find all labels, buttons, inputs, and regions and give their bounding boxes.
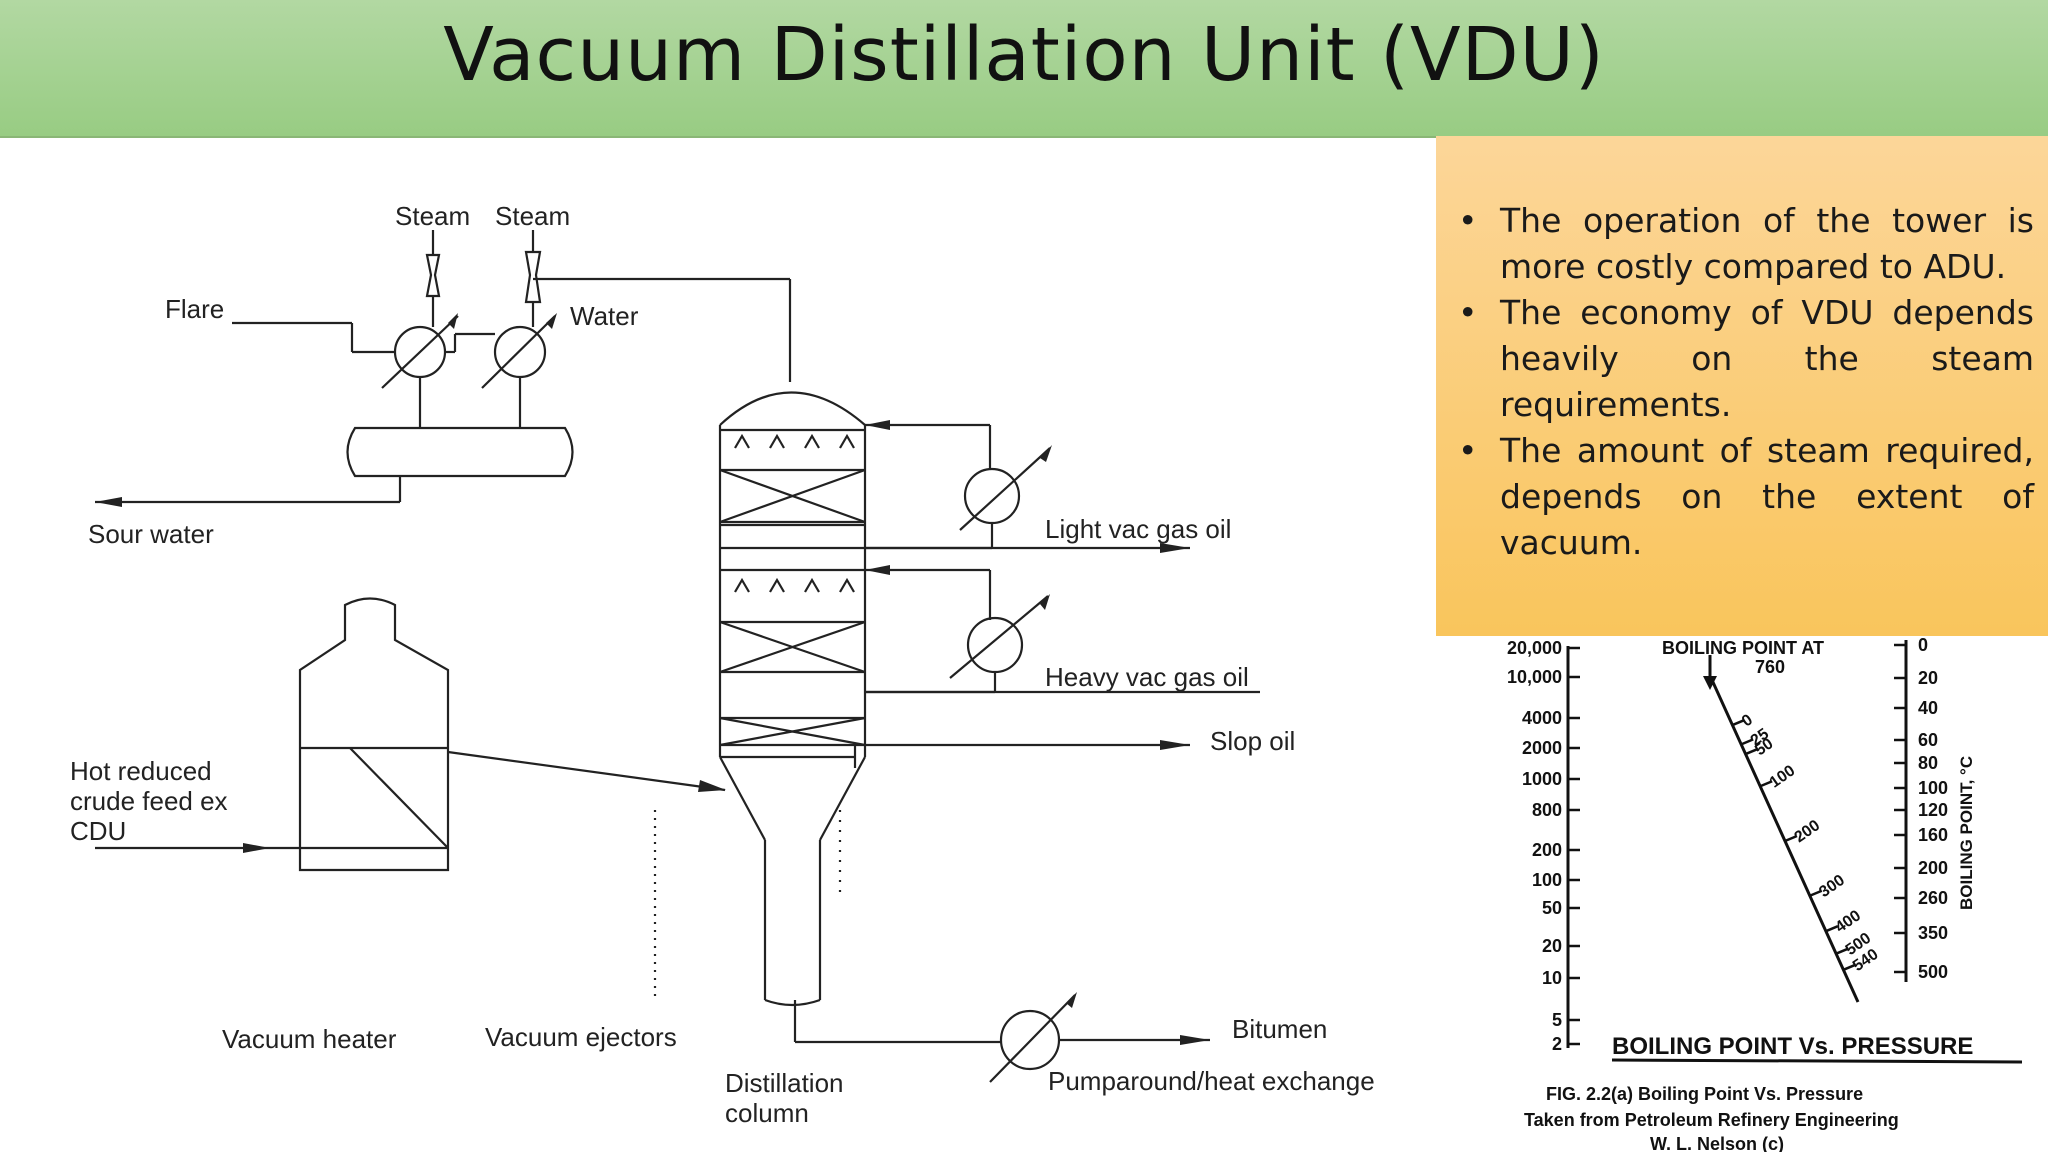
bullet-icon: • — [1458, 201, 1478, 240]
nomograph-mid-tick-label: 400 — [1832, 907, 1864, 936]
bullet-icon: • — [1458, 293, 1478, 332]
label-light-vac-gas-oil: Light vac gas oil — [1045, 514, 1231, 544]
note-text: The economy of VDU depends heavily on th… — [1500, 293, 2034, 424]
label-sour-water: Sour water — [88, 519, 214, 549]
nomograph-right-tick-label: 120 — [1918, 800, 1948, 820]
boiling-point-nomograph: BOILING POINT AT 760 BOILING POINT, °C B… — [1507, 636, 2023, 1152]
note-item: • The economy of VDU depends heavily on t… — [1450, 290, 2034, 428]
bottoms-exchanger — [999, 1009, 1061, 1071]
vdu-process-diagram: Steam Steam Flare Water Sour water Light… — [70, 201, 1375, 1128]
vacuum-heater — [298, 597, 450, 872]
nomograph-mid-label-2: 760 — [1755, 657, 1785, 677]
label-pumparound: Pumparound/heat exchange — [1048, 1066, 1375, 1096]
nomograph-mid-tick — [1809, 889, 1823, 897]
label-flare: Flare — [165, 294, 224, 324]
nomograph-left-tick-label: 2 — [1552, 1034, 1562, 1054]
nomograph-left-tick-label: 5 — [1552, 1010, 1562, 1030]
nomograph-caption-2: Taken from Petroleum Refinery Engineerin… — [1524, 1110, 1899, 1130]
slide-title: Vacuum Distillation Unit (VDU) — [443, 12, 1605, 98]
pumparound-cooler-2 — [966, 616, 1024, 674]
nomograph-left-tick-label: 800 — [1532, 800, 1562, 820]
label-distillation-2: column — [725, 1098, 809, 1128]
nomograph-mid-tick — [1835, 947, 1849, 955]
nomograph-right-tick-label: 0 — [1918, 636, 1928, 655]
nomograph-right-axis-label: BOILING POINT, °C — [1957, 756, 1976, 910]
nomograph-mid-tick — [1731, 718, 1745, 727]
nomograph-right-tick-label: 350 — [1918, 923, 1948, 943]
distillation-column — [718, 391, 867, 1007]
nomograph-mid-tick-label: 0 — [1739, 711, 1756, 730]
steam-ejector-1 — [425, 230, 441, 318]
nomograph-right-tick-label: 20 — [1918, 668, 1938, 688]
nomograph-left-tick-label: 100 — [1532, 870, 1562, 890]
nomograph-right-tick-label: 60 — [1918, 730, 1938, 750]
nomograph-mid-tick — [1745, 747, 1759, 756]
nomograph-left-tick-label: 20 — [1542, 936, 1562, 956]
label-steam-1: Steam — [395, 201, 470, 231]
nomograph-mid-tick-label: 300 — [1816, 872, 1848, 901]
note-text: The operation of the tower is more costl… — [1500, 201, 2034, 286]
label-bitumen: Bitumen — [1232, 1014, 1327, 1044]
nomograph-heading: BOILING POINT Vs. PRESSURE — [1612, 1033, 1973, 1060]
notes-list: • The operation of the tower is more cost… — [1450, 198, 2034, 566]
nomograph-mid-tick — [1784, 834, 1798, 843]
nomograph-left-tick-label: 2000 — [1522, 738, 1562, 758]
nomograph-right-tick-label: 200 — [1918, 858, 1948, 878]
label-feed-line-2: crude feed ex — [70, 786, 228, 816]
nomograph-left-tick-label: 10 — [1542, 968, 1562, 988]
label-steam-2: Steam — [495, 201, 570, 231]
nomograph-mid-label-1: BOILING POINT AT — [1662, 638, 1824, 658]
nomograph-right-tick-label: 500 — [1918, 962, 1948, 982]
label-vacuum-ejectors: Vacuum ejectors — [485, 1022, 677, 1052]
nomograph-left-tick-label: 50 — [1542, 898, 1562, 918]
label-feed-line-1: Hot reduced — [70, 756, 212, 786]
label-feed-line-3: CDU — [70, 816, 126, 846]
nomograph-left-tick-label: 20,000 — [1507, 638, 1562, 658]
nomograph-right-tick-label: 160 — [1918, 825, 1948, 845]
nomograph-mid-tick-label: 100 — [1767, 762, 1799, 791]
label-heavy-vac-gas-oil: Heavy vac gas oil — [1045, 662, 1249, 692]
steam-ejector-2 — [524, 230, 542, 324]
label-water: Water — [570, 301, 639, 331]
nomograph-mid-tick — [1740, 738, 1754, 746]
title-bar: Vacuum Distillation Unit (VDU) — [0, 0, 2048, 138]
nomograph-left-tick-label: 200 — [1532, 840, 1562, 860]
note-text: The amount of steam required, depends on… — [1500, 431, 2034, 562]
nomograph-right-tick-label: 100 — [1918, 778, 1948, 798]
pumparound-cooler-1 — [963, 467, 1021, 525]
notes-box: • The operation of the tower is more cost… — [1436, 136, 2048, 636]
nomograph-left-tick-label: 1000 — [1522, 769, 1562, 789]
nomograph-caption-1: FIG. 2.2(a) Boiling Point Vs. Pressure — [1546, 1084, 1863, 1104]
label-slop-oil: Slop oil — [1210, 726, 1295, 756]
nomograph-mid-tick — [1759, 780, 1773, 788]
nomograph-right-tick-label: 80 — [1918, 753, 1938, 773]
nomograph-right-tick-label: 260 — [1918, 888, 1948, 908]
note-item: • The operation of the tower is more cost… — [1450, 198, 2034, 290]
nomograph-left-tick-label: 4000 — [1522, 708, 1562, 728]
note-item: • The amount of steam required, depends o… — [1450, 428, 2034, 566]
bullet-icon: • — [1458, 431, 1478, 470]
nomograph-left-tick-label: 10,000 — [1507, 667, 1562, 687]
separator-drum — [346, 426, 574, 478]
nomograph-mid-tick — [1842, 963, 1856, 971]
nomograph-right-tick-label: 40 — [1918, 698, 1938, 718]
nomograph-caption-3: W. L. Nelson (c) — [1650, 1134, 1784, 1152]
label-vacuum-heater: Vacuum heater — [222, 1024, 397, 1054]
nomograph-mid-tick-label: 200 — [1792, 817, 1824, 846]
label-distillation-1: Distillation — [725, 1068, 844, 1098]
nomograph-mid-tick — [1825, 925, 1839, 933]
